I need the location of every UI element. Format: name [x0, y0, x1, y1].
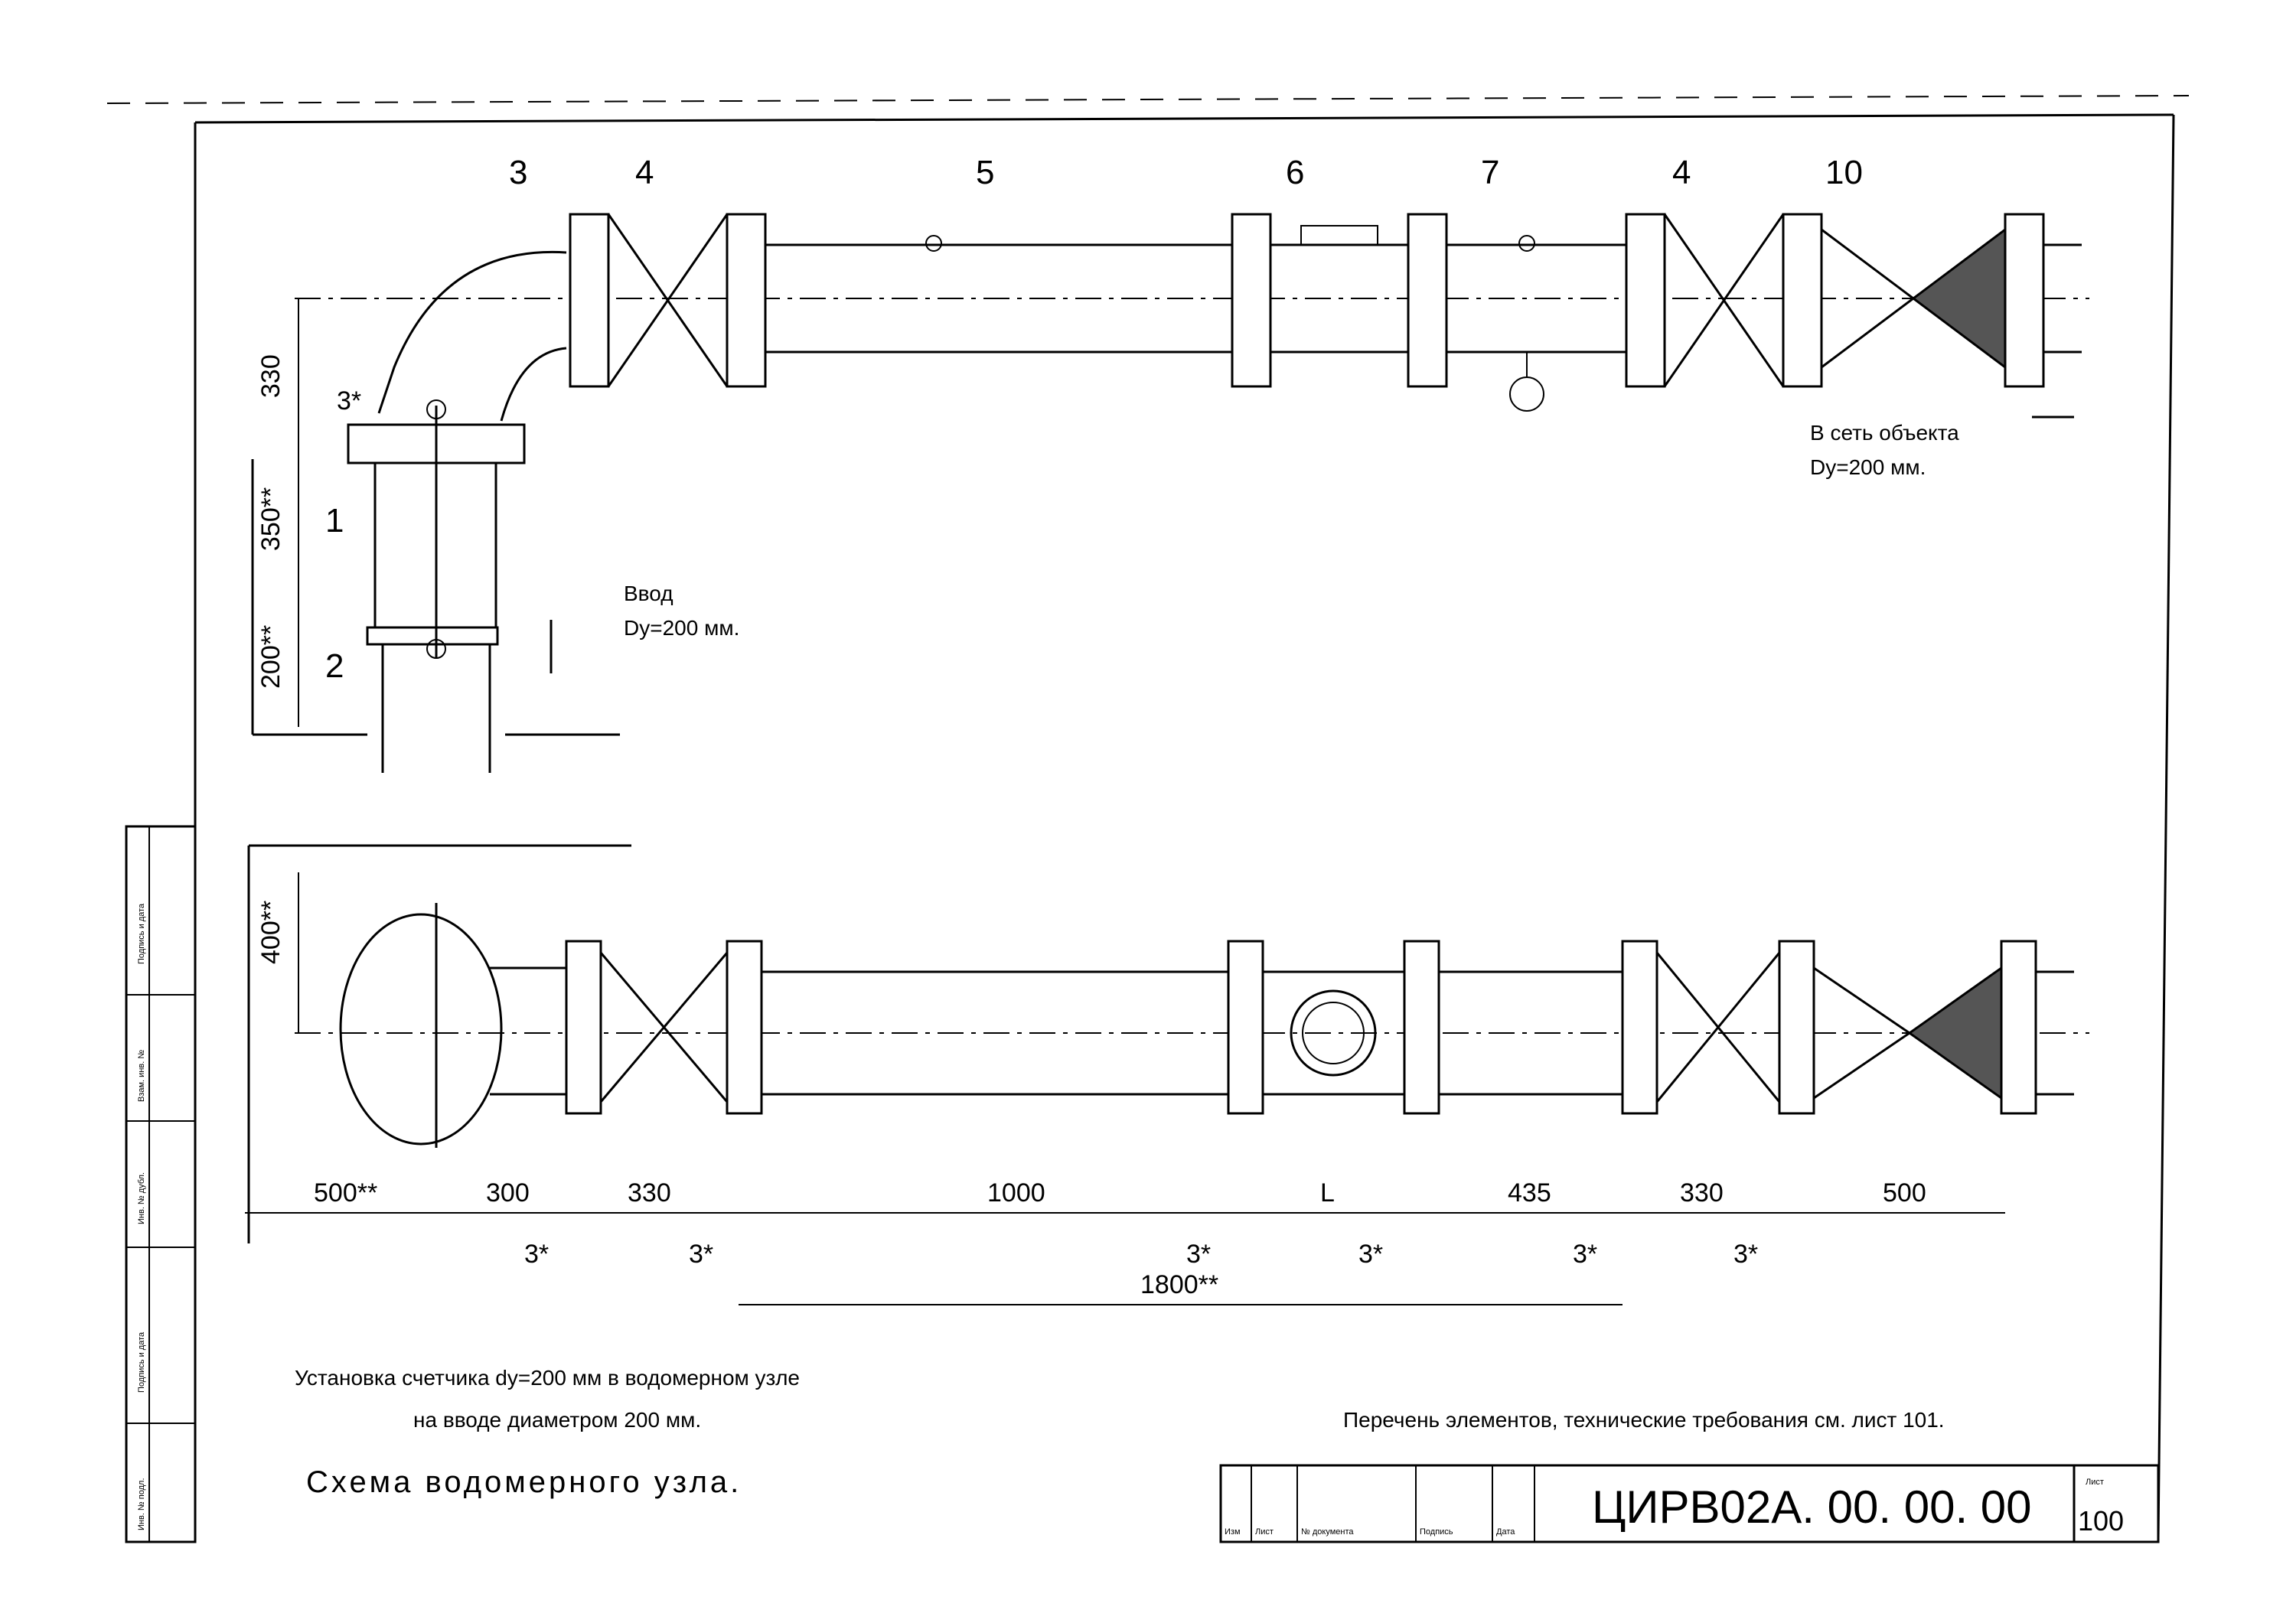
- gap-mark-2: 3*: [689, 1240, 713, 1269]
- callout-5: 5: [976, 154, 994, 191]
- dim-L: L: [1320, 1178, 1335, 1207]
- outlet-dn: Dy=200 мм.: [1810, 455, 1926, 479]
- callout-7: 7: [1481, 154, 1499, 191]
- sheet-number: 100: [2078, 1505, 2124, 1537]
- gap-mark-6: 3*: [1733, 1240, 1758, 1269]
- angle-mark: 3*: [337, 386, 361, 416]
- elevation-dimensions: 500** 300 330 1000 L 435 330 500 3* 3* 3…: [245, 1178, 2005, 1305]
- dim-435: 435: [1508, 1178, 1551, 1207]
- gap-mark-5: 3*: [1573, 1240, 1597, 1269]
- col-doc: № документа: [1301, 1527, 1354, 1537]
- inlet-label: Ввод: [624, 582, 673, 605]
- inlet-dn: Dy=200 мм.: [624, 616, 739, 640]
- callout-2: 2: [325, 647, 344, 685]
- dim-500-left: 500**: [314, 1178, 377, 1207]
- dim-400-vertical: 400**: [256, 901, 285, 964]
- stamp-1: Подпись и дата: [137, 903, 146, 964]
- top-border-line: [106, 95, 2190, 104]
- dim-1000: 1000: [987, 1178, 1045, 1207]
- dim-330-left: 330: [628, 1178, 671, 1207]
- gap-mark-3: 3*: [1186, 1240, 1211, 1269]
- callout-4b: 4: [1672, 154, 1691, 191]
- stamp-2: Взам. инв. №: [137, 1050, 146, 1102]
- dim-500-right: 500: [1883, 1178, 1926, 1207]
- frame-top: [194, 113, 2174, 124]
- stamp-4: Подпись и дата: [137, 1331, 146, 1393]
- plan-view: [251, 213, 2089, 773]
- callout-1: 1: [325, 502, 344, 539]
- col-sign: Подпись: [1420, 1527, 1453, 1537]
- side-stamp-column: Подпись и дата Взам. инв. № Инв. № дубл.…: [125, 825, 197, 1543]
- outlet-label: В сеть объекта: [1810, 421, 1959, 445]
- note-text: Перечень элементов, технические требован…: [1343, 1408, 1945, 1432]
- dim-330-right: 330: [1680, 1178, 1724, 1207]
- dim-200-vertical: 200**: [256, 625, 285, 689]
- callout-3: 3: [509, 154, 527, 191]
- callout-10: 10: [1825, 154, 1863, 191]
- col-list: Лист: [1255, 1527, 1274, 1537]
- plan-dimensions: 330 350** 200** 3*: [256, 298, 361, 727]
- frame-right: [2157, 114, 2175, 1539]
- dim-350-vertical: 350**: [256, 487, 285, 551]
- caption-line-1: Установка счетчика dy=200 мм в водомерно…: [295, 1366, 800, 1390]
- dim-300: 300: [486, 1178, 530, 1207]
- gap-mark-4: 3*: [1358, 1240, 1383, 1269]
- caption-line-2: на вводе диаметром 200 мм.: [413, 1408, 701, 1432]
- callout-4a: 4: [635, 154, 654, 191]
- dim-330-vertical: 330: [256, 354, 285, 398]
- col-date: Дата: [1496, 1527, 1515, 1537]
- callout-6: 6: [1286, 154, 1304, 191]
- stamp-3: Инв. № дубл.: [137, 1172, 146, 1224]
- dim-1800: 1800**: [1140, 1270, 1218, 1299]
- drawing-code: ЦИРВ02А. 00. 00. 00: [1592, 1481, 2032, 1533]
- sheet-label: Лист: [2086, 1478, 2104, 1487]
- col-izm: Изм: [1225, 1527, 1241, 1537]
- drawing-title: Схема водомерного узла.: [306, 1465, 742, 1499]
- title-block: Изм Лист № документа Подпись Дата ЦИРВ02…: [1219, 1464, 2160, 1543]
- gap-mark-1: 3*: [524, 1240, 549, 1269]
- callouts: 3 4 5 6 7 4 10 1 2: [325, 154, 1863, 685]
- elevation-view: 400**: [247, 844, 2089, 1243]
- stamp-5: Инв. № подл.: [137, 1478, 146, 1530]
